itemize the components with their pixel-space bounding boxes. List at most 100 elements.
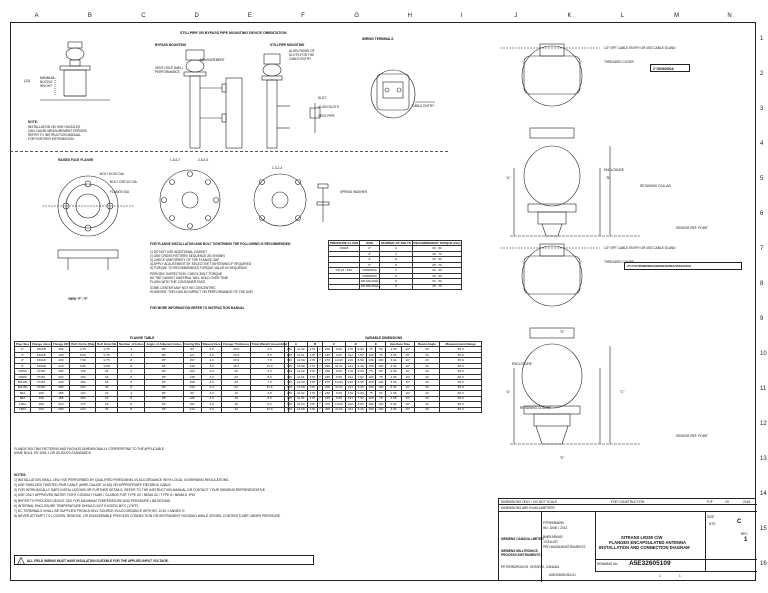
bypass-callout: PERFORMANCE <box>155 70 180 74</box>
bolt-note-line: SOME CENTER MAY NOT BE CONCENTRIC <box>150 286 216 290</box>
table-cell: 280 <box>51 406 71 414</box>
ruler-letter: I <box>460 13 463 19</box>
bottom-view-label: 3"/4"/6"/DN80/DN100/DN150/80A/100A/150A <box>627 263 692 268</box>
ruler-number: 2 <box>760 71 764 78</box>
note-item: 4) USE ONLY APPROVED WATER TIGHT CONDUIT… <box>14 493 196 498</box>
view-label: VIEW "F"-"F" <box>68 297 89 301</box>
table-cell: 9.49 <box>354 406 367 414</box>
bolt-note-line: HOWEVER, THIS HAS NO IMPACT ON PERFORMAN… <box>150 290 254 294</box>
drawing-frame <box>10 22 756 581</box>
drawn-by: P.FREEBAIRN <box>543 521 564 525</box>
enclosure-callout: ENCLOSURE <box>512 362 532 366</box>
bypass-mounting-drawing <box>183 49 243 149</box>
drawing-no-label: DRAWING No. <box>597 562 619 566</box>
ruler-number: 11 <box>760 385 767 392</box>
wiring-terminals-label: WIRING TERMINALS <box>362 37 394 41</box>
threaded-cover-callout: THREADED COVER <box>604 260 634 264</box>
top-view-label: 2"/DN50/50A <box>653 66 674 71</box>
stillpipe-label: STILLPIPE MOUNTING <box>270 43 305 47</box>
table-cell: 212 <box>182 406 202 414</box>
bolt-note-line: 5) TORQUE TO RECOMMENDED TORQUE VALUE IN… <box>150 266 248 270</box>
dims-millimeters-note: DIMENSIONS ARE IN MILLIMETERS <box>501 506 555 510</box>
bolt-pattern-8-label: 2-6-4-5 <box>198 158 209 162</box>
nozzle-note-line: CAN CAUSE MEASUREMENT ERRORS. <box>28 129 88 133</box>
ruler-letter: N <box>727 13 732 19</box>
device-flanged-drawing <box>500 243 640 445</box>
table-cell: 178 <box>306 406 318 414</box>
stillpipe-callout: ALIGN ROWS OF <box>289 49 315 53</box>
note-item: 5) REFER TO PROCESS DEVICE TAG FOR MAXIM… <box>14 498 172 503</box>
note-item: 3) FOR INTRINSICALLY SAFE INSTALLATIONS … <box>14 488 266 493</box>
cable-entry-callout: CABLE ENTRY <box>412 104 435 108</box>
top-section <box>10 28 448 152</box>
ruler-letter: C <box>141 13 146 19</box>
scale-value: NTS <box>709 522 716 526</box>
flange-callout: FLANGE DIA. <box>110 190 130 194</box>
table-cell: 22 <box>221 406 251 414</box>
drawing-title: SITRANS LR250 C/W <box>621 535 663 540</box>
ruler-number: 7 <box>760 246 764 253</box>
drawing-subtitle: FLANGED ENCAPSULATED ANTENNA <box>609 540 687 545</box>
table-cell: 10.6 <box>249 406 290 414</box>
note-item: 8) NEVER ATTEMPT TO LOOSEN, REMOVE, OR D… <box>14 513 282 518</box>
title-block: DIMENSIONS ONLY - DO NOT SCALE FOR CONST… <box>498 498 757 582</box>
approved-by: J.KELLER <box>543 540 558 544</box>
ruler-letter: G <box>354 13 360 19</box>
rev-year: 2018 <box>743 500 751 504</box>
table-cell: 11.61 <box>331 406 346 414</box>
bolt-notes-footer: FOR MORE INFORMATION REFER TO INSTRUCTIO… <box>150 306 245 310</box>
table-cell: 8 <box>379 283 413 291</box>
rev-value: 1 <box>744 537 748 543</box>
bolt-note-line: PERIODIC INSPECTION: CHECK BOLT TORQUE <box>150 272 223 276</box>
bottom-view-label-box: 3"/4"/6"/DN80/DN100/DN150/80A/100A/150A <box>624 262 742 270</box>
warning-box: ! ALL FIELD WIRING MUST HAVE INSULATION … <box>14 555 314 565</box>
rev-label: REV <box>741 532 748 536</box>
table-cell: 65.6 <box>439 406 482 414</box>
bolt-note-line: AS THE GASKET MATERIAL WILL HOLD OVER TI… <box>150 276 228 280</box>
spring-washer-label: SPRING WASHER <box>340 190 367 194</box>
table-cell: 2.0 <box>200 406 223 414</box>
small-drawing-number: A5E32605109A-01 <box>549 573 576 577</box>
threaded-cover-callout: THREADED COVER <box>604 60 634 64</box>
table-cell: 45" <box>144 406 184 414</box>
divider <box>595 559 757 560</box>
nozzle-callout-2: NOZZLE <box>40 80 53 84</box>
division-name: SIEMENS MILLTRONICS PROCESS INSTRUMENTS <box>501 549 541 557</box>
ruler-letter: A <box>34 13 39 19</box>
divider <box>541 511 542 582</box>
ruler-number: 16 <box>760 560 767 567</box>
table-cell: DN150/150A <box>358 283 381 291</box>
ruler-letter: M <box>674 13 680 19</box>
table-cell: 7 <box>316 406 324 414</box>
ruler-letter: B <box>87 13 92 19</box>
ruler-letter: F <box>301 13 305 19</box>
bolt-pattern-8-label: 1-8-3-7 <box>170 158 181 162</box>
project: PRO MAGNAINSTRUMENTS <box>543 545 586 549</box>
company-name: SIEMENS CANADA LIMITED <box>501 537 544 541</box>
table-cell: 150A <box>13 406 32 414</box>
dim-a-label: "A" <box>506 390 511 394</box>
ruler-letter: K <box>567 13 572 19</box>
cable-entry-callout: 1/2" NPT CABLE ENTRY OR M20 CABLE GLAND <box>604 46 676 50</box>
flange-table-title: FLANGE TABLE <box>130 336 155 340</box>
drawing-subtitle: INSTALLATION AND CONNECTION DIAGRAM <box>599 545 690 550</box>
sensor-ref-callout: SENSOR REF. POINT <box>676 434 708 438</box>
stillpipe-callout: CABLE ENTRY <box>289 57 312 61</box>
title-block-rev-row <box>499 499 757 505</box>
table-cell: 240 <box>69 406 97 414</box>
notes-title: NOTES: <box>14 473 27 477</box>
general-notes: NOTES: 1) INSTALLATION SHALL ONLY BE PER… <box>14 473 281 519</box>
ruler-number: 5 <box>760 176 764 183</box>
ruler-number: 15 <box>760 525 767 532</box>
table-cell: 295 <box>322 406 333 414</box>
table-cell: 10K <box>30 406 53 414</box>
flange-standard-note: FLANGE BOLTING PATTERNS AND FACINGS DIME… <box>14 447 164 451</box>
ruler-letter: J <box>514 13 518 19</box>
bolt-pattern-4-label: 1-3-2-4 <box>272 166 283 170</box>
